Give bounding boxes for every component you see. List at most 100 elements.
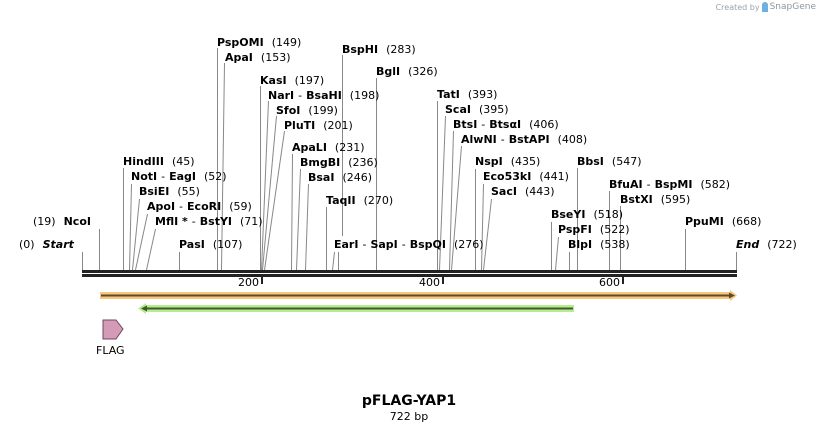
site-name: EcoRI: [187, 200, 222, 213]
site-name: ApoI: [147, 200, 176, 213]
site-position: (197): [294, 74, 325, 87]
site-position: (19): [33, 215, 56, 228]
site-name: End: [736, 238, 760, 251]
credit-prefix: Created by: [715, 2, 760, 12]
site-position: (722): [767, 238, 797, 251]
site-name: BspHI: [342, 43, 379, 56]
site-name: NarI: [268, 89, 295, 102]
site-pspfi[interactable]: PspFI(522): [558, 223, 630, 236]
site-pspomi[interactable]: PspOMI(149): [217, 36, 301, 49]
site-name: BspMI: [654, 178, 693, 191]
site-eco53ki[interactable]: Eco53kI (441): [483, 170, 569, 183]
site-bsphi[interactable]: BspHI (283): [342, 43, 416, 56]
site-position: (408): [557, 133, 588, 146]
site-btsi-btsai[interactable]: BtsI-BtsαI(406): [453, 118, 559, 131]
site-position: (443): [524, 185, 555, 198]
site-kasi[interactable]: KasI (197): [260, 74, 324, 87]
site-name: BbsI: [577, 155, 604, 168]
site-bsai[interactable]: BsaI(246): [308, 171, 372, 184]
site-name: ScaI: [445, 103, 471, 116]
site-name: EarI: [334, 238, 359, 251]
orange-feature-arrow[interactable]: [100, 290, 737, 301]
site-bmgbi[interactable]: BmgBI(236): [300, 156, 378, 169]
flag-feature-label: FLAG: [96, 344, 125, 357]
site-ncoi[interactable]: (19) NcoI: [33, 215, 91, 228]
site-position: (107): [212, 238, 243, 251]
site-tati[interactable]: TatI (393): [437, 88, 497, 101]
backbone-bottom-strand: [82, 274, 737, 277]
site-name: BspQI: [409, 238, 446, 251]
site-bsiei[interactable]: BsiEI (55): [139, 185, 200, 198]
site-bstxi[interactable]: BstXI(595): [620, 193, 690, 206]
site-start[interactable]: (0)Start: [19, 238, 74, 251]
site-end[interactable]: End (722): [736, 238, 797, 251]
site-name: HindIII: [123, 155, 164, 168]
site-name: BsaHI: [306, 89, 342, 102]
site-hindiii[interactable]: HindIII(45): [123, 155, 195, 168]
site-position: (283): [386, 43, 416, 56]
site-name: ApaLI: [292, 141, 327, 154]
site-position: (441): [539, 170, 569, 183]
site-position: (522): [599, 223, 630, 236]
site-sfoi[interactable]: SfoI(199): [276, 104, 338, 117]
site-taqii[interactable]: TaqII(270): [326, 194, 393, 207]
site-mfli-bstyi[interactable]: MflI *-BstYI(71): [155, 215, 263, 228]
site-position: (198): [349, 89, 380, 102]
site-saci[interactable]: SacI (443): [491, 185, 555, 198]
site-name: TatI: [437, 88, 460, 101]
site-position: (538): [600, 238, 630, 251]
tick-marks: [261, 277, 624, 284]
site-name: NotI: [131, 170, 158, 183]
site-position: (246): [342, 171, 373, 184]
site-position: (71): [240, 215, 263, 228]
site-name: NcoI: [63, 215, 91, 228]
site-nari-bsahi[interactable]: NarI-BsaHI(198): [268, 89, 380, 102]
site-apali[interactable]: ApaLI (231): [292, 141, 365, 154]
leader-lines: [82, 48, 737, 271]
site-name: BtsI: [453, 118, 478, 131]
site-ppumi[interactable]: PpuMI(668): [685, 215, 761, 228]
site-name: Eco53kI: [483, 170, 532, 183]
site-name: EagI: [169, 170, 197, 183]
site-position: (547): [611, 155, 642, 168]
site-name: SacI: [491, 185, 517, 198]
site-name: MflI *: [155, 215, 188, 228]
site-name: KasI: [260, 74, 287, 87]
site-position: (395): [478, 103, 509, 116]
site-name: PasI: [179, 238, 205, 251]
site-bbsi[interactable]: BbsI (547): [577, 155, 642, 168]
site-pasi[interactable]: PasI (107): [179, 238, 242, 251]
flag-feature-arrow[interactable]: [102, 319, 124, 340]
site-position: (518): [593, 208, 624, 221]
site-position: (231): [334, 141, 365, 154]
site-name: BglI: [376, 65, 401, 78]
site-position: (153): [260, 51, 291, 64]
site-bfuai-bspmi[interactable]: BfuAI-BspMI(582): [609, 178, 731, 191]
site-name: BstXI: [620, 193, 653, 206]
green-feature-arrow[interactable]: [138, 303, 574, 314]
tick-label-400: 400: [419, 276, 440, 289]
site-alwni-bstapi[interactable]: AlwNI-BstAPI(408): [461, 133, 588, 146]
site-name: SapI: [370, 238, 398, 251]
site-apoi-ecori[interactable]: ApoI-EcoRI(59): [147, 200, 252, 213]
plasmid-name: pFLAG-YAP1: [361, 393, 457, 409]
site-name: BstAPI: [508, 133, 550, 146]
site-pluti[interactable]: PluTI(201): [284, 119, 353, 132]
site-bgli[interactable]: BglI(326): [376, 65, 438, 78]
site-noti-eagi[interactable]: NotI-EagI(52): [131, 170, 227, 183]
site-name: BsiEI: [139, 185, 170, 198]
site-position: (393): [467, 88, 498, 101]
site-eari-sapi-bspqi[interactable]: EarI-SapI-BspQI(276): [334, 238, 484, 251]
site-name: AlwNI: [461, 133, 497, 146]
site-position: (582): [700, 178, 731, 191]
site-position: (668): [731, 215, 762, 228]
site-nspi[interactable]: NspI(435): [475, 155, 540, 168]
site-name: SfoI: [276, 104, 301, 117]
site-bseyi[interactable]: BseYI(518): [551, 208, 623, 221]
site-apai[interactable]: ApaI(153): [225, 51, 291, 64]
site-blpi[interactable]: BlpI(538): [568, 238, 630, 251]
site-scai[interactable]: ScaI (395): [445, 103, 509, 116]
site-position: (55): [177, 185, 200, 198]
